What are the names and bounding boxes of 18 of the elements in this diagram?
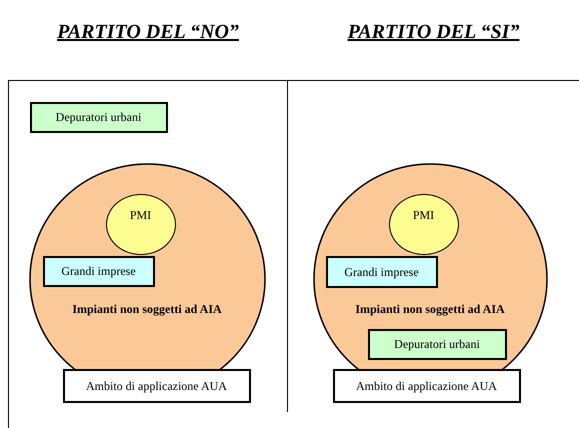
box-label: PMI bbox=[128, 208, 152, 222]
label-box bbox=[30, 102, 168, 132]
box-label: Depuratori urbani bbox=[54, 110, 142, 124]
box-label: Ambito di applicazione AUA bbox=[85, 378, 228, 392]
column-heading: PARTITO DEL “SI” bbox=[346, 21, 520, 44]
column-heading: PARTITO DEL “NO” bbox=[56, 21, 240, 44]
circle-label: Impianti non soggetti ad AIA bbox=[71, 302, 223, 316]
box-label: Grandi imprese bbox=[60, 264, 137, 278]
label-box bbox=[332, 368, 520, 402]
box-label: Depuratori urbani bbox=[393, 337, 481, 351]
circle-label: Impianti non soggetti ad AIA bbox=[354, 302, 506, 316]
label-box bbox=[368, 328, 506, 360]
box-label: Grandi imprese bbox=[343, 264, 420, 278]
box-label: Ambito di applicazione AUA bbox=[355, 378, 498, 392]
label-box bbox=[326, 256, 438, 288]
box-label: PMI bbox=[412, 208, 436, 222]
label-box bbox=[42, 256, 154, 286]
label-box bbox=[62, 368, 250, 402]
